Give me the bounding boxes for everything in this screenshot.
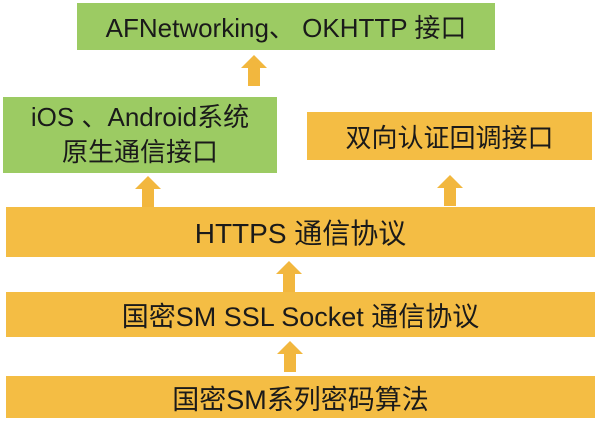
box-native-comm-api-label: iOS 、Android系统 原生通信接口	[30, 102, 250, 167]
box-sm-crypto-algorithms: 国密SM系列密码算法	[6, 376, 595, 418]
box-https-protocol-label: HTTPS 通信协议	[194, 218, 407, 249]
box-native-comm-api: iOS 、Android系统 原生通信接口	[3, 97, 277, 173]
box-sm-ssl-socket-protocol-label: 国密SM SSL Socket 通信协议	[121, 302, 480, 332]
box-mutual-auth-callback-api-label: 双向认证回调接口	[345, 122, 554, 153]
box-mutual-auth-callback-api: 双向认证回调接口	[307, 112, 592, 160]
arrow-up-icon	[241, 55, 267, 86]
arrow-up-icon	[277, 341, 303, 372]
box-afnetworking-okhttp-api-label: AFNetworking、 OKHTTP 接口	[105, 13, 467, 43]
box-afnetworking-okhttp-api: AFNetworking、 OKHTTP 接口	[77, 3, 495, 50]
box-sm-ssl-socket-protocol: 国密SM SSL Socket 通信协议	[6, 292, 595, 337]
arrow-up-icon	[276, 261, 302, 292]
arrow-up-icon	[437, 175, 463, 206]
box-sm-crypto-algorithms-label: 国密SM系列密码算法	[172, 384, 429, 415]
box-https-protocol: HTTPS 通信协议	[6, 207, 595, 257]
arrow-up-icon	[135, 176, 161, 207]
